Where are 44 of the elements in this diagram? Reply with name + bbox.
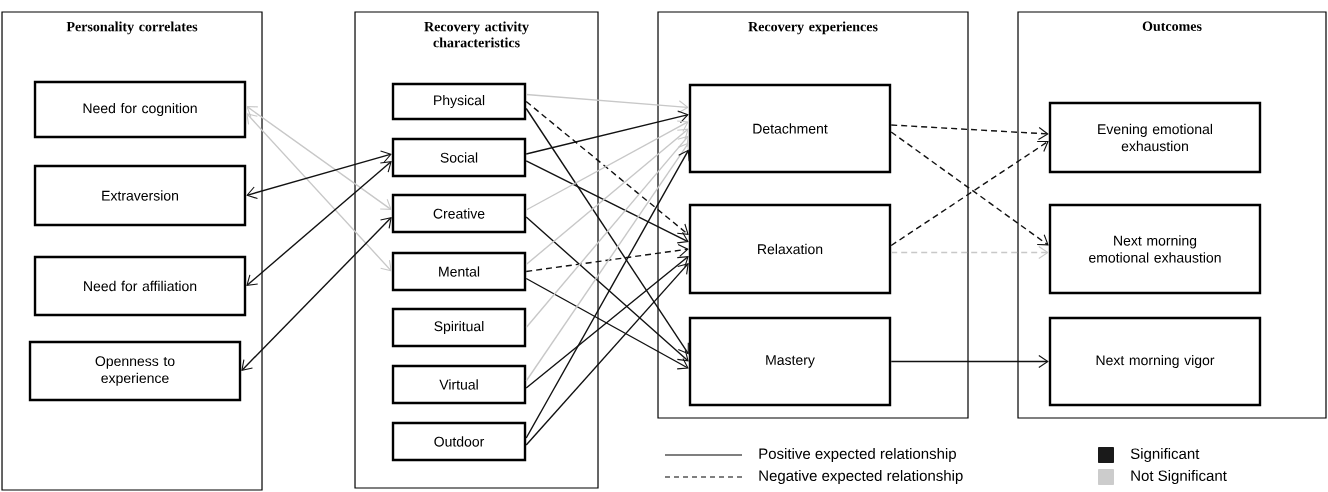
arrow [246,113,392,272]
arrow [246,106,392,210]
box: Need for cognition [33,80,247,139]
arrow [525,149,690,439]
arrow [525,216,689,362]
arrow [525,93,689,114]
box: Mental [391,251,527,292]
arrow [890,245,1049,260]
arrow [525,142,689,382]
arrow [246,150,392,200]
box: Spiritual [391,307,527,348]
arrow [890,124,1049,140]
box: Mastery [688,316,892,407]
box: Next morning emotional exhaustion [1048,203,1262,295]
arrow [525,110,689,155]
legend-label: Not Significant [1131,470,1227,484]
box: Physical [391,82,527,121]
arrow [890,354,1049,369]
legend-label: Positive expected relationship [759,448,956,462]
box: Evening emotional exhaustion [1048,101,1262,174]
box: Need for affiliation [33,255,247,317]
box: Creative [391,193,527,234]
box: Extraversion [33,164,247,227]
box: Social [391,137,527,178]
arrow [246,161,392,286]
box: Openness to experience [28,340,242,402]
arrow [241,217,392,371]
arrow [525,135,689,329]
arrow [525,263,689,446]
box: Detachment [688,83,892,174]
box: Next morning vigor [1048,316,1262,407]
box: Virtual [391,364,527,405]
arrow [525,120,689,211]
arrow [525,128,689,266]
arrow [525,243,689,273]
arrow [525,256,689,389]
arrow [525,277,689,370]
legend-label: Significant [1130,448,1200,462]
arrow [525,160,689,244]
legend-label: Negative expected relationship [759,470,963,484]
arrow [525,100,689,235]
box: Relaxation [688,203,892,295]
box: Outdoor [391,421,527,462]
arrow [525,107,689,355]
